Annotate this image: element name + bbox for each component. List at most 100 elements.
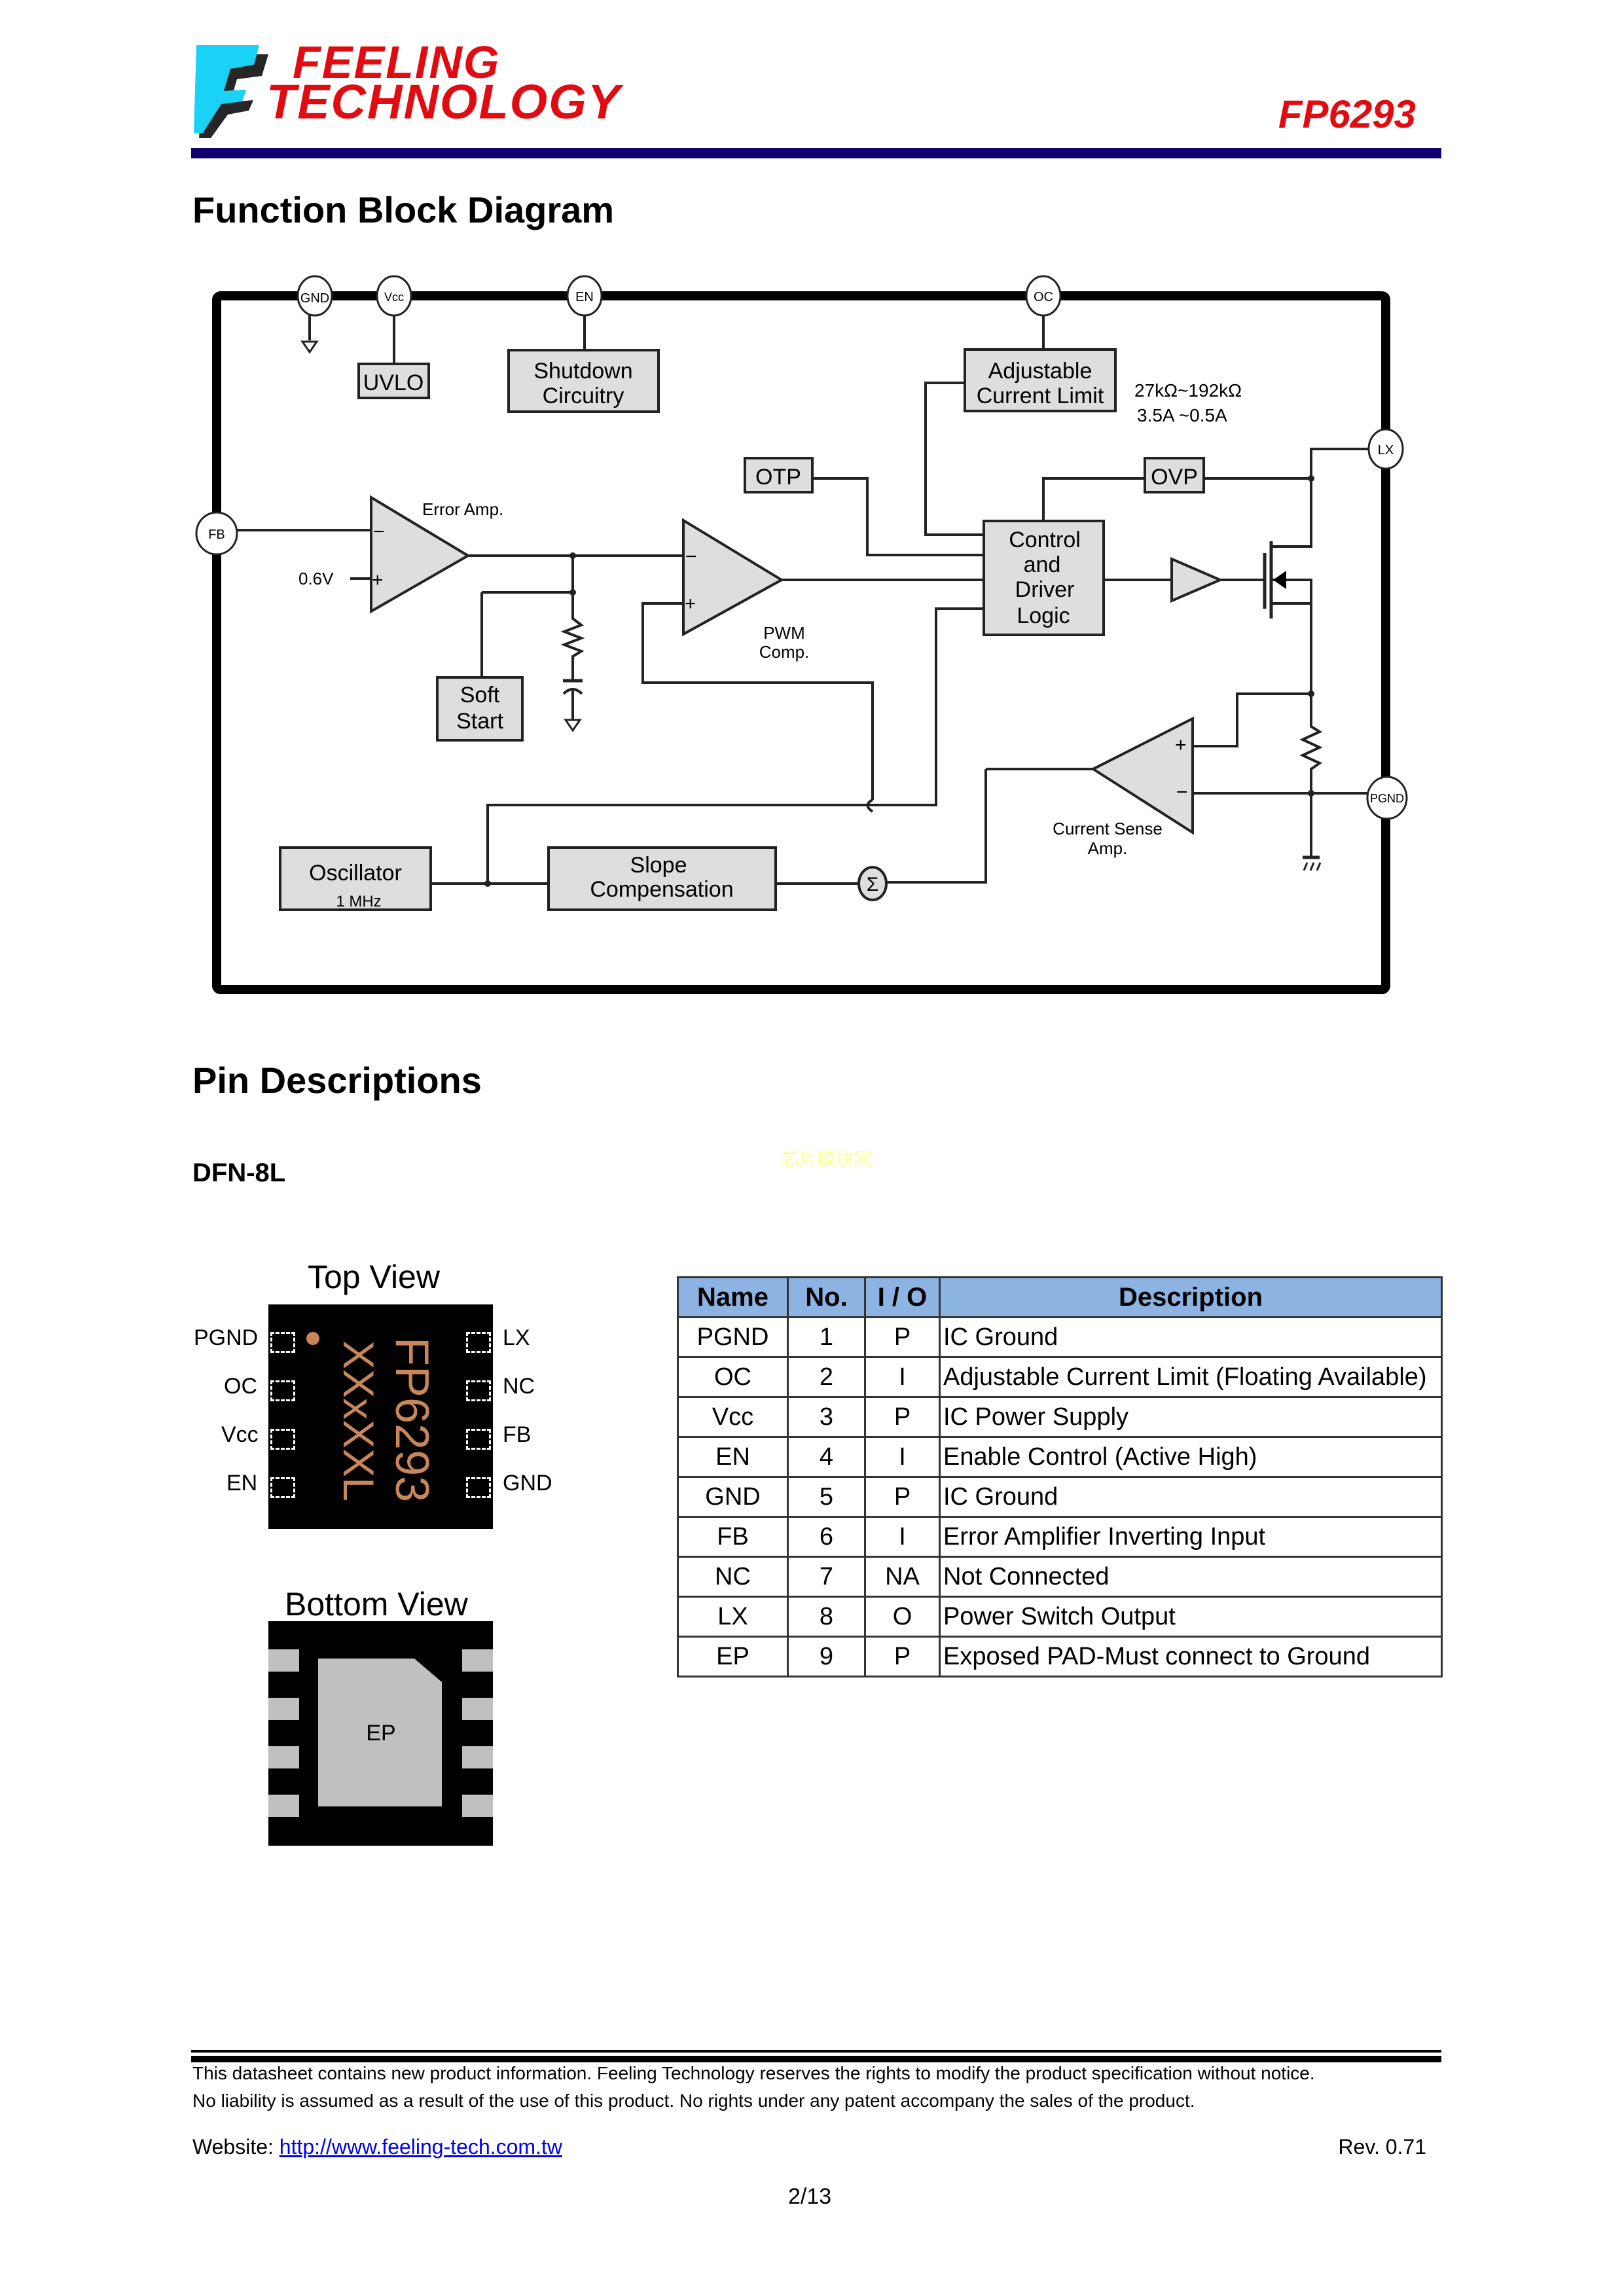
pin-pad	[268, 1746, 299, 1768]
top-view-pin-left: EN	[226, 1471, 258, 1496]
top-view-pin-right: GND	[503, 1471, 552, 1496]
oscillator-frequency: 1 MHz	[336, 893, 381, 910]
cell-description: IC Power Supply	[939, 1396, 1443, 1438]
bottom-view-package: EP	[268, 1621, 493, 1846]
ground-icon	[300, 340, 319, 354]
pin-pad	[270, 1332, 295, 1353]
svg-text:OC: OC	[1034, 290, 1053, 304]
acl-label: Adjustable	[988, 359, 1092, 384]
page-number: 2/13	[788, 2184, 832, 2209]
current-sense-label: Current Sense	[1053, 819, 1163, 838]
svg-text:Vcc: Vcc	[384, 291, 404, 304]
col-header-name: Name	[677, 1276, 789, 1318]
cell-no: 5	[787, 1476, 866, 1518]
pin-pgnd: PGND	[1366, 776, 1408, 820]
summing-node	[857, 866, 888, 901]
exposed-pad-label: EP	[366, 1721, 395, 1746]
pin-pad	[270, 1477, 295, 1498]
company-name-line2: TECHNOLOGY	[266, 75, 622, 129]
current-sense-amp	[1090, 716, 1194, 835]
top-view-pin-right: NC	[503, 1374, 535, 1399]
cell-description: Not Connected	[939, 1556, 1443, 1598]
cell-name: EP	[677, 1636, 789, 1677]
acl-label: Current Limit	[977, 384, 1104, 408]
oscillator-label: Oscillator	[309, 861, 402, 886]
cell-description: Adjustable Current Limit (Floating Avail…	[939, 1356, 1443, 1398]
footer-website: Website: http://www.feeling-tech.com.tw	[192, 2135, 562, 2159]
cell-io: I	[864, 1516, 941, 1558]
sum-symbol: Σ	[867, 874, 879, 895]
chassis-ground-icon	[1303, 862, 1322, 871]
cell-no: 2	[787, 1356, 866, 1398]
cell-name: NC	[677, 1556, 789, 1598]
error-amp	[370, 495, 471, 614]
cell-io: I	[864, 1436, 941, 1478]
col-header-no: No.	[787, 1276, 866, 1318]
uvlo-block	[357, 363, 430, 399]
svg-text:−: −	[685, 546, 697, 567]
pin-pad	[268, 1795, 299, 1817]
uvlo-label: UVLO	[363, 370, 424, 395]
svg-text:+: +	[685, 593, 696, 615]
top-view-package: FP6293 XXxXXL	[268, 1304, 493, 1529]
pwm-comparator	[682, 518, 784, 637]
cell-name: OC	[677, 1356, 789, 1398]
ctrl-label: Logic	[1017, 603, 1070, 628]
cell-name: GND	[677, 1476, 789, 1518]
cell-io: I	[864, 1356, 941, 1398]
error-amp-label: Error Amp.	[422, 499, 503, 519]
pin-pad	[466, 1429, 491, 1450]
pwm-label: Comp.	[759, 642, 810, 662]
cell-no: 8	[787, 1596, 866, 1638]
bottom-view-title: Bottom View	[285, 1586, 468, 1623]
cell-name: LX	[677, 1596, 789, 1638]
cell-no: 4	[787, 1436, 866, 1478]
pin-pad	[466, 1332, 491, 1353]
soft-start-label: Soft	[460, 683, 500, 708]
cell-io: O	[864, 1596, 941, 1638]
website-link[interactable]: http://www.feeling-tech.com.tw	[279, 2135, 562, 2159]
cell-no: 3	[787, 1396, 866, 1438]
footer-disclaimer-2: No liability is assumed as a result of t…	[192, 2090, 1195, 2111]
top-view-pin-left: Vcc	[221, 1422, 259, 1447]
adjustable-current-limit-block	[964, 348, 1117, 412]
control-driver-logic-block	[983, 520, 1105, 636]
pin-lx: LX	[1367, 428, 1404, 470]
soft-start-block	[436, 676, 524, 742]
pin-gnd: GND	[297, 275, 333, 317]
resistor-range: 27kΩ~192kΩ	[1134, 380, 1242, 401]
section-title-pin-descriptions: Pin Descriptions	[192, 1060, 482, 1101]
top-view-title: Top View	[308, 1259, 440, 1295]
current-sense-label: Amp.	[1088, 838, 1128, 858]
pwm-label: PWM	[763, 623, 805, 643]
package-label: DFN-8L	[192, 1158, 286, 1187]
cell-io: P	[864, 1636, 941, 1677]
cell-no: 6	[787, 1516, 866, 1558]
pin-pad	[462, 1746, 493, 1768]
logo-mark-icon	[194, 45, 268, 138]
top-view-pin-right: LX	[503, 1325, 530, 1350]
cell-description: IC Ground	[939, 1316, 1443, 1358]
pin-pad	[466, 1380, 491, 1401]
footer-rule	[191, 2056, 1441, 2062]
cell-io: P	[864, 1476, 941, 1518]
svg-text:FB: FB	[208, 528, 225, 542]
top-view-pin-left: OC	[224, 1374, 257, 1399]
pin-pad	[466, 1477, 491, 1498]
cell-description: Power Switch Output	[939, 1596, 1443, 1638]
shutdown-block	[507, 349, 660, 413]
soft-start-label: Start	[456, 709, 503, 734]
ground-icon	[564, 719, 582, 732]
svg-text:−: −	[1176, 781, 1188, 803]
otp-label: OTP	[755, 465, 801, 490]
cell-description: Error Amplifier Inverting Input	[939, 1516, 1443, 1558]
function-block-diagram: GND Vcc EN OC LX FB PGND UVLO Shutdown C…	[195, 275, 1408, 994]
part-number: FP6293	[1278, 92, 1416, 136]
pin-pad	[462, 1649, 493, 1672]
